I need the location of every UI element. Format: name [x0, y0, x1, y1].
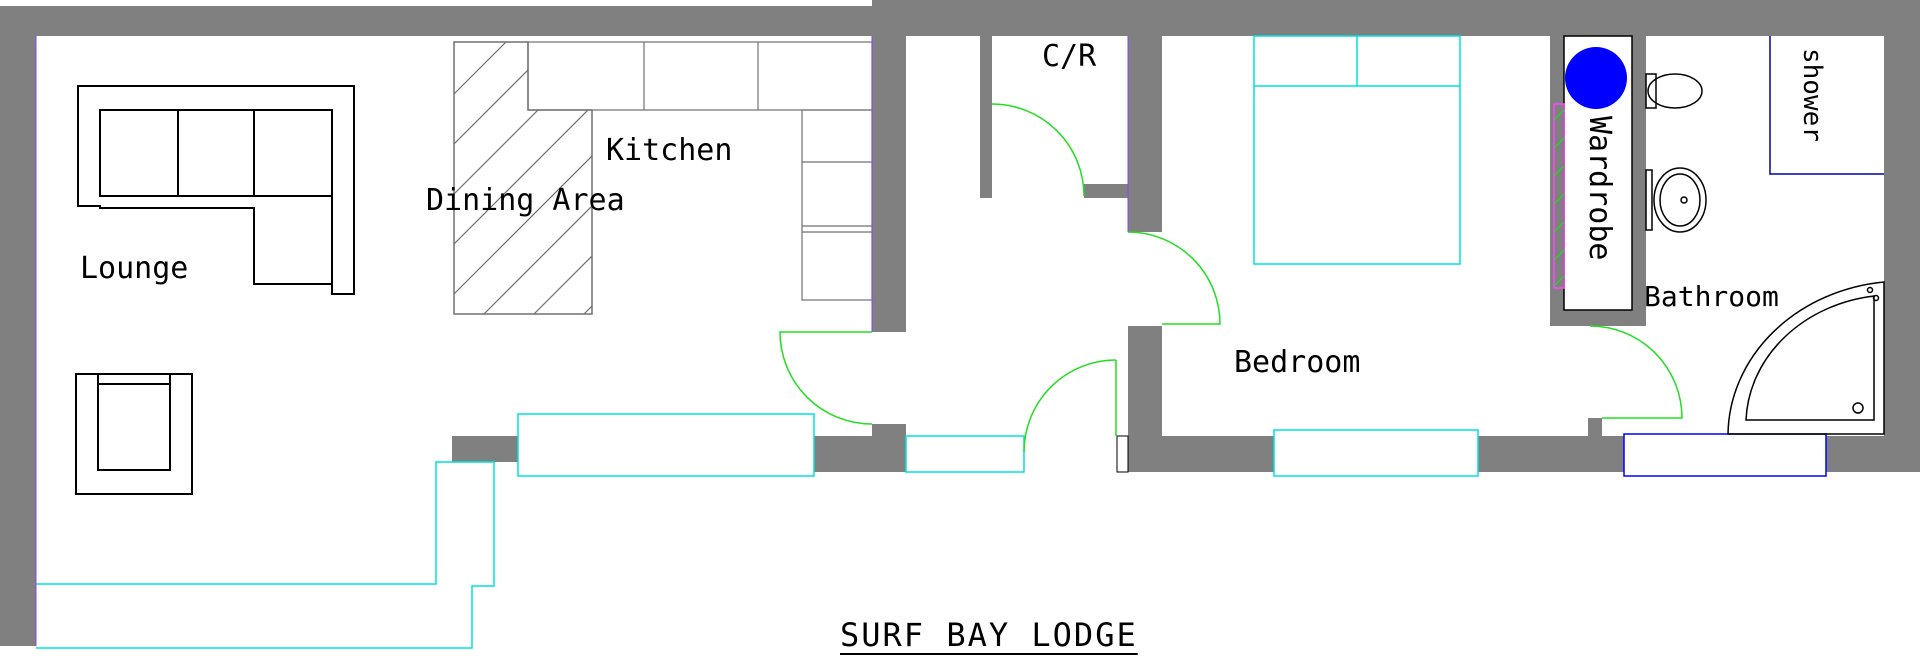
kitchen-counters [527, 41, 873, 301]
bedroom-window [1273, 429, 1479, 477]
geyser-icon [1565, 47, 1627, 109]
dining-table [453, 41, 593, 315]
windows [36, 35, 1827, 649]
shower-label: shower [1797, 48, 1827, 142]
sofa [77, 85, 355, 295]
plan-title: SURF BAY LODGE [840, 616, 1138, 654]
wardrobe-label: Wardrobe [1582, 116, 1617, 261]
corner-bath-icon [1727, 281, 1885, 435]
bedroom-label: Bedroom [1234, 345, 1360, 380]
corridor-window [905, 435, 1025, 473]
lounge-label: Lounge [80, 251, 188, 286]
bathroom-label: Bathroom [1644, 280, 1779, 313]
bathroom-window [1623, 433, 1827, 477]
bathroom-fixtures [1645, 36, 1885, 435]
kitchen-label: Kitchen [606, 133, 732, 168]
basin-icon [1645, 167, 1707, 233]
dining-area-label: Dining Area [426, 183, 625, 218]
doors [779, 103, 1683, 453]
wardrobe [1553, 35, 1633, 311]
toilet-icon [1645, 73, 1703, 109]
armchair [75, 373, 193, 495]
shower-tray [1769, 36, 1884, 175]
deck-outline [36, 461, 495, 649]
lounge-window [517, 413, 815, 477]
cr-label: C/R [1042, 39, 1097, 74]
